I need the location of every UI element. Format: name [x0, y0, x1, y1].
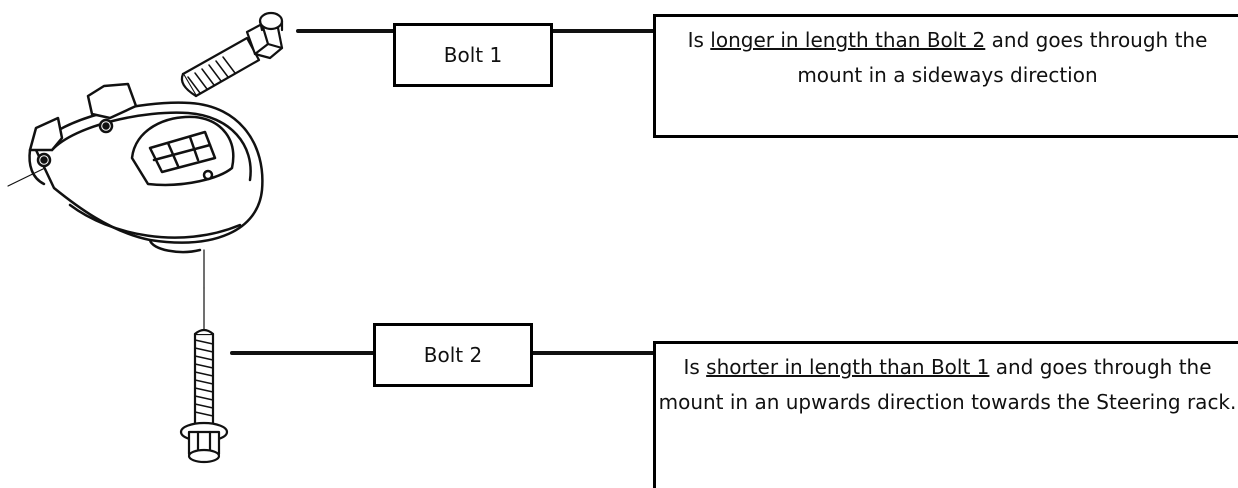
connector-lines [230, 29, 655, 355]
bolt-1-label-text: Bolt 1 [443, 43, 503, 67]
bolt-1-description: Is longer in length than Bolt 2 and goes… [653, 14, 1238, 138]
bolt-1-note-emphasis: longer in length than Bolt 2 [710, 28, 986, 52]
bolt-2-note-emphasis: shorter in length than Bolt 1 [706, 355, 990, 379]
bolt-2-note-suffix: and goes through the mount in an upwards… [658, 355, 1237, 414]
bolt-2-description-text: Is shorter in length than Bolt 1 and goe… [656, 344, 1238, 420]
engine-mount-icon [7, 82, 264, 289]
bolt-1-label: Bolt 1 [393, 23, 553, 87]
bolt-2-description: Is shorter in length than Bolt 1 and goe… [653, 341, 1238, 488]
bolt-2-icon [179, 287, 229, 464]
bolt-1-description-text: Is longer in length than Bolt 2 and goes… [656, 17, 1238, 93]
bolt-2-note-prefix: Is [683, 355, 707, 379]
bolt-2-label-text: Bolt 2 [423, 343, 483, 367]
bolt-1-icon [119, 11, 284, 131]
bolt-2-label: Bolt 2 [373, 323, 533, 387]
bolt-1-note-suffix: and goes through the mount in a sideways… [797, 28, 1208, 87]
bolt-1-note-prefix: Is [687, 28, 711, 52]
